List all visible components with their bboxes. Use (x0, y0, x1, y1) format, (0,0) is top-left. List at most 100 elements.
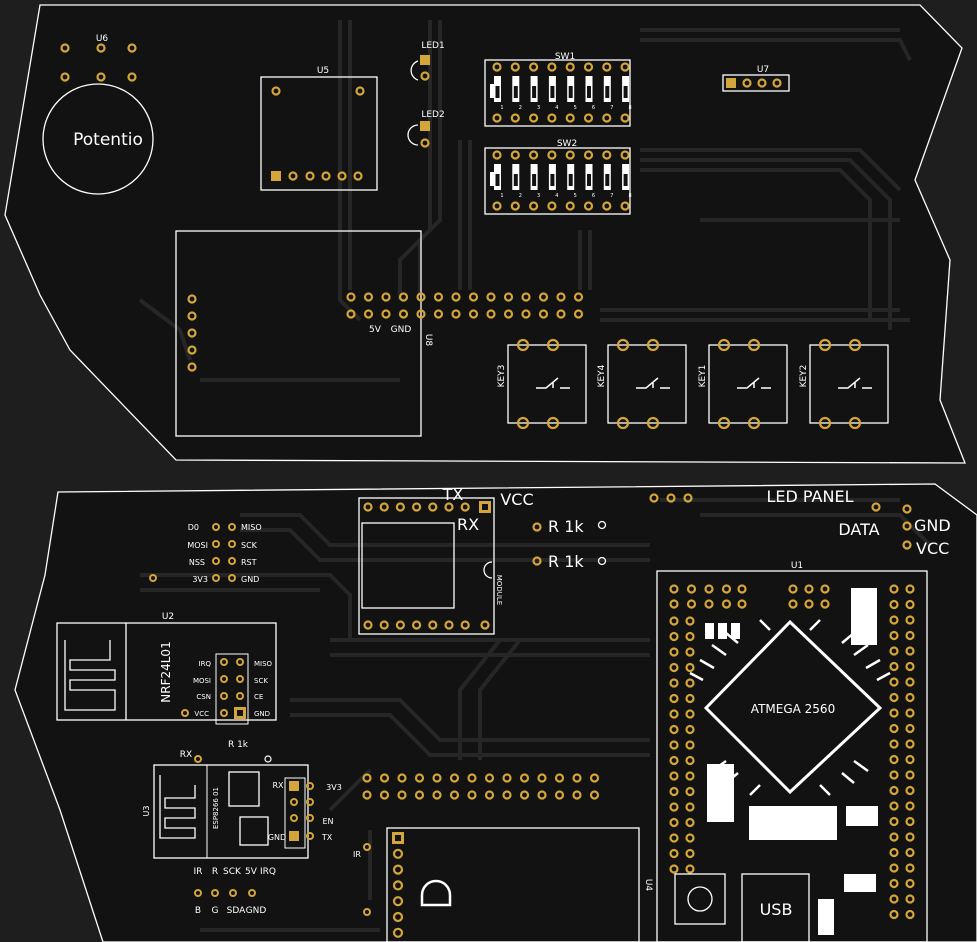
u1-pad-left (685, 817, 695, 828)
sensor-top-3: 5V (245, 867, 258, 877)
module-pad-top (363, 502, 373, 512)
esp-pads (290, 782, 314, 840)
u8-pad-row2 (468, 309, 479, 319)
module-pad-bottom (480, 620, 490, 630)
ir-label: IR (353, 850, 361, 859)
u1-pad-right (905, 723, 915, 734)
sw2-number-6: 6 (592, 193, 595, 199)
sw2-pad-bottom (602, 201, 612, 211)
sw2-pad-bottom (528, 201, 539, 211)
u1-pad-left (685, 740, 695, 750)
module-pad-top (444, 502, 454, 512)
u8-pad-row2 (486, 309, 496, 319)
u1-pad-left (669, 631, 679, 642)
u1-pad-topmid (788, 599, 798, 609)
u1-pad-topmid (820, 584, 830, 594)
key-pad (747, 338, 761, 352)
u8-pads (346, 292, 584, 319)
u4-label: U4 (643, 879, 653, 892)
esp-3v3-label: 3V3 (326, 783, 342, 792)
module-pads (363, 502, 490, 630)
sw2-number-5: 5 (574, 193, 577, 199)
nrf-left-3: VCC (194, 710, 209, 718)
sw2-pad-bottom (565, 201, 575, 211)
u8-pad-row2 (346, 309, 356, 319)
u4-pad (392, 896, 404, 907)
u7-label: U7 (757, 65, 769, 75)
module-pad-bottom (395, 620, 405, 630)
mcu-label: ATMEGA 2560 (751, 702, 835, 716)
u5-square-pad (271, 171, 281, 181)
u5-outline (260, 76, 378, 191)
u1-pad-right (905, 692, 915, 703)
center-pad-row2 (467, 790, 477, 800)
u8-pad-row2 (381, 309, 391, 319)
u6-label: U6 (96, 34, 109, 44)
u1-pad-right (889, 723, 899, 734)
u8-pin-5v: 5V (369, 325, 382, 335)
sw2-label: SW2 (557, 139, 577, 149)
sw2-pad-top (492, 150, 502, 160)
sw2-number-4: 4 (555, 193, 558, 199)
u1-pad-left (685, 647, 695, 657)
nrf-right-0: MISO (254, 660, 273, 668)
u1-pads (669, 584, 915, 920)
u1-pad-right (905, 708, 915, 718)
u1-pad-right (905, 894, 915, 904)
key-pad (747, 416, 761, 430)
u1-pad-right (889, 785, 899, 796)
led1-label: LED1 (421, 41, 444, 51)
sw1-number-2: 2 (519, 105, 522, 111)
u1-pad-right (889, 739, 899, 749)
key-switch-symbol (737, 377, 771, 389)
u8-side-pad (187, 328, 197, 338)
module-pad-bottom (460, 620, 470, 630)
u1-pad-right (905, 770, 915, 780)
u1-pad-right (889, 754, 899, 765)
u1-pad-right (905, 739, 915, 749)
u8-pad-row1 (416, 292, 426, 302)
u1-pad-left (669, 833, 679, 843)
u1-pad-right (905, 801, 915, 811)
u1-pad-topleft (669, 599, 679, 609)
center-pad-row2 (397, 790, 407, 800)
sw1-pad-top (492, 62, 502, 72)
sw2-pad-top (583, 150, 594, 160)
center-header-pads (362, 773, 600, 800)
u8-side-pad (187, 294, 197, 304)
sw2-pad-bottom (583, 201, 594, 211)
sensor-top-0: IR (194, 867, 203, 877)
sw2-pad-top (565, 150, 575, 160)
u1-pad-right (905, 863, 915, 873)
center-pad-row1 (484, 773, 495, 783)
u8-pad-row2 (521, 309, 531, 319)
u1-pad-right (905, 630, 915, 641)
reset-button[interactable] (674, 873, 726, 925)
u8-pad-row1 (398, 292, 409, 302)
reset-button-cap (687, 886, 713, 912)
key-pad (516, 416, 530, 430)
u1-pad-right (889, 708, 899, 718)
u1-pad-topleft (721, 584, 732, 594)
u1-pad-left (685, 693, 695, 704)
sensor-header: IR R SCK 5V IRQ B G SDA GND (194, 867, 276, 916)
u4-pad (392, 927, 404, 938)
sw1-number-5: 5 (574, 105, 577, 111)
center-pad-row1 (362, 773, 372, 783)
u1-pad-right (905, 599, 915, 610)
led-panel-gnd-label: GND (914, 516, 951, 535)
key-pad (717, 416, 731, 430)
potentiometer-label: Potentio (73, 130, 143, 150)
sw1-pad-bottom (510, 113, 520, 123)
u1-pad-right (905, 878, 915, 889)
center-pad-row1 (449, 773, 460, 783)
u1-pad-right (905, 615, 915, 625)
u1-pad-left (685, 833, 695, 843)
module-label: MODULE (495, 575, 503, 605)
sensor-bottom-1: G (212, 906, 219, 916)
u1-pad-left (685, 678, 695, 688)
nrf-left-0: IRQ (199, 660, 212, 668)
u1-pad-left (669, 709, 679, 719)
sw2-number-3: 3 (537, 193, 540, 199)
u1-pad-left (669, 647, 679, 657)
